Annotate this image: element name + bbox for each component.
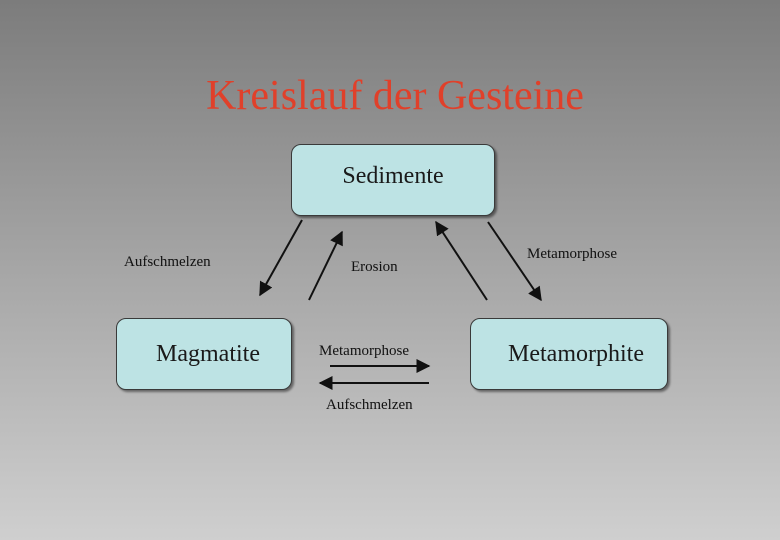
edge-label-aufschmelzen-left: Aufschmelzen <box>124 254 211 270</box>
edge-label-metamorphose-right: Metamorphose <box>527 246 617 262</box>
arrow-metamorphite-to-sedimente <box>435 220 488 301</box>
node-sedimente-label: Sedimente <box>342 162 444 189</box>
node-magmatite-label: Magmatite <box>156 340 260 367</box>
node-magmatite: Magmatite <box>116 318 292 390</box>
node-sedimente: Sedimente <box>291 144 495 216</box>
edge-label-erosion: Erosion <box>351 259 398 275</box>
arrow-sedimente-to-magmatite <box>259 219 303 297</box>
node-metamorphite-label: Metamorphite <box>508 340 644 367</box>
node-metamorphite: Metamorphite <box>470 318 668 390</box>
arrow-sedimente-to-metamorphite <box>487 221 542 302</box>
diagram-title: Kreislauf der Gesteine <box>206 73 584 119</box>
edge-label-aufschmelzen-bottom: Aufschmelzen <box>326 397 413 413</box>
edge-label-metamorphose-bottom: Metamorphose <box>319 343 409 359</box>
arrow-magmatite-to-sedimente <box>308 230 343 301</box>
